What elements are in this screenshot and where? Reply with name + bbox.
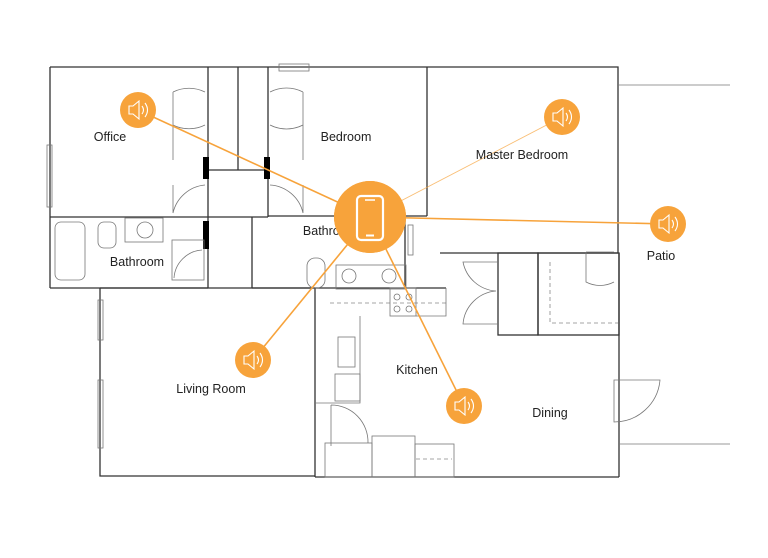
speaker-office[interactable] <box>120 92 156 128</box>
room-label-master-bedroom: Master Bedroom <box>475 148 569 162</box>
speaker-master-bedroom[interactable] <box>544 99 580 135</box>
room-label-hall-bathroom: Bathroom <box>302 224 358 238</box>
smartphone-hub[interactable] <box>334 181 406 253</box>
speaker-icon <box>243 349 264 371</box>
room-label-bedroom: Bedroom <box>320 130 372 144</box>
speaker-patio[interactable] <box>650 206 686 242</box>
link-office <box>137 109 371 218</box>
room-label-bathroom: Bathroom <box>109 255 165 269</box>
room-label-kitchen: Kitchen <box>396 363 438 377</box>
connection-lines <box>137 109 669 407</box>
speaker-icon <box>128 99 149 121</box>
room-label-dining: Dining <box>532 406 568 420</box>
walls <box>49 66 730 478</box>
speaker-icon <box>658 213 679 235</box>
fixtures <box>46 63 661 478</box>
speaker-icon <box>454 395 475 417</box>
link-patio <box>369 216 669 225</box>
speaker-dining[interactable] <box>446 388 482 424</box>
room-label-living-room: Living Room <box>176 382 246 396</box>
room-label-patio: Patio <box>646 249 676 263</box>
speaker-icon <box>552 106 573 128</box>
speaker-living-room[interactable] <box>235 342 271 378</box>
room-label-office: Office <box>93 130 127 144</box>
